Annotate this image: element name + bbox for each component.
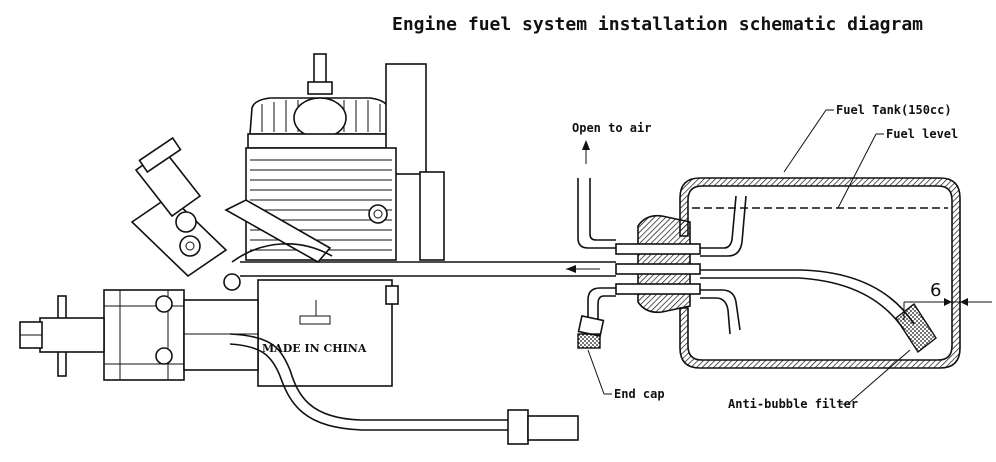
fill-tube	[577, 287, 741, 349]
anti-bubble-filter-label: Anti-bubble filter	[728, 397, 858, 411]
dimension-label: 6	[930, 280, 941, 301]
pickup-line	[700, 269, 937, 354]
fuel-tank	[615, 177, 961, 369]
carburetor	[130, 194, 228, 278]
engine: MADE IN CHINA	[19, 53, 579, 445]
made-in-china-stamp: MADE IN CHINA	[262, 342, 367, 355]
end-cap	[577, 333, 601, 349]
connector	[507, 409, 529, 445]
crankcase	[257, 279, 393, 387]
prop-shaft	[39, 317, 105, 353]
dimension-marker: 6	[903, 280, 992, 320]
end-cap-label: End cap	[614, 387, 665, 401]
diagram-title: Engine fuel system installation schemati…	[392, 14, 924, 35]
anti-bubble-filter	[895, 302, 937, 354]
cylinder-fins	[245, 147, 397, 261]
vent-tube	[577, 140, 747, 257]
ignition-wire	[229, 333, 510, 421]
spark-plug-stem	[313, 53, 327, 85]
fuel-level-label: Fuel level	[886, 127, 958, 141]
fuel-tank-label: Fuel Tank(150cc)	[836, 103, 952, 117]
open-to-air-label: Open to air	[572, 121, 651, 135]
fuel-line	[231, 243, 616, 277]
callouts: Open to air Fuel Tank(150cc) Fuel level …	[572, 103, 958, 411]
